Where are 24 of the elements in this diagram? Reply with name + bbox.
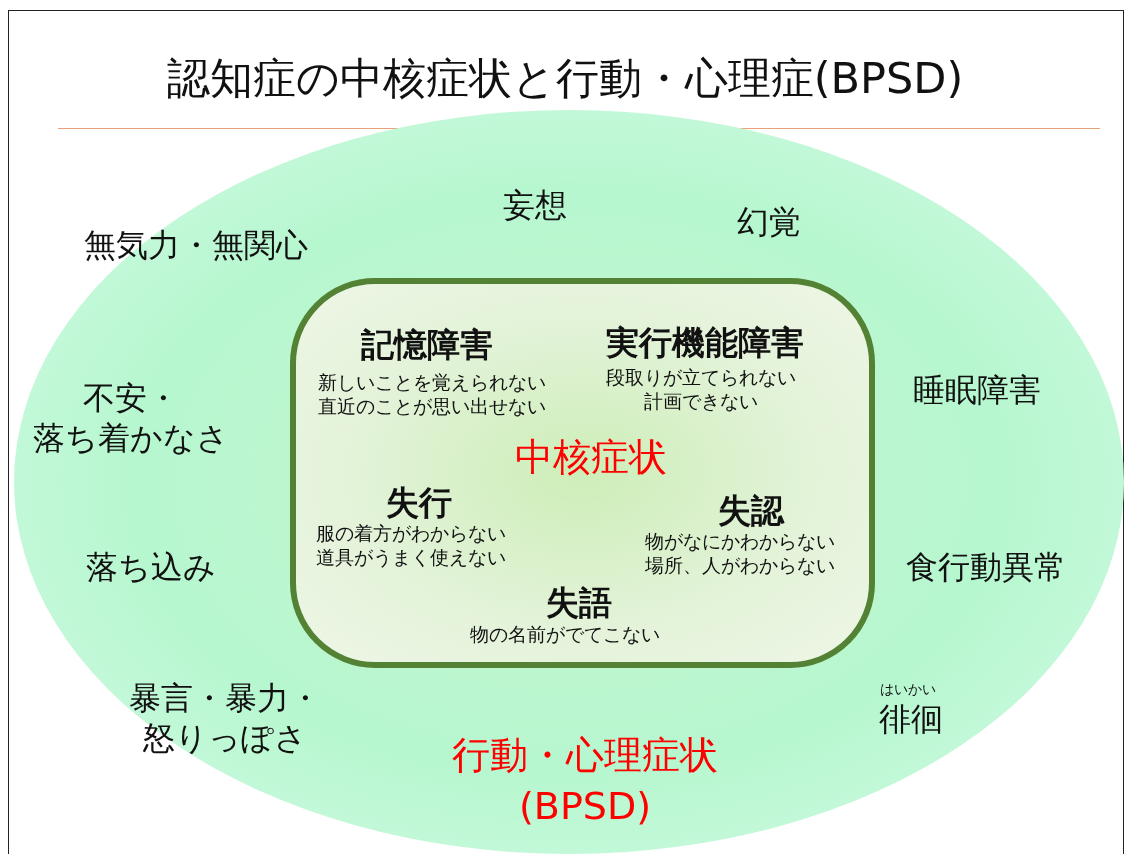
reading-text: はいかい bbox=[880, 681, 936, 699]
core-title: 中核症状 bbox=[514, 434, 668, 481]
symptom-text: 幻覚 bbox=[737, 202, 801, 242]
region-title: 行動・心理症状(BPSD) bbox=[451, 732, 719, 831]
symptom-text: 睡眠障害 bbox=[913, 370, 1041, 410]
symptom-heading: 失行 bbox=[386, 482, 452, 524]
description-text: 服の着方がわからない道具がうまく使えない bbox=[314, 522, 507, 570]
symptom-text: 落ち込み bbox=[86, 547, 216, 587]
symptom-text: 不安・落ち着かなさ bbox=[31, 378, 230, 458]
symptom-heading: 失認 bbox=[718, 490, 784, 532]
description-text: 新しいことを覚えられない直近のことが思い出せない bbox=[316, 371, 547, 419]
symptom-text: 徘徊 bbox=[879, 699, 943, 739]
symptom-text: 妄想 bbox=[503, 185, 567, 225]
symptom-heading: 実行機能障害 bbox=[606, 322, 804, 364]
symptom-text: 暴言・暴力・怒りっぽさ bbox=[127, 678, 322, 758]
description-text: 物がなにかわからない場所、人がわからない bbox=[643, 530, 836, 578]
symptom-heading: 失語 bbox=[546, 582, 612, 624]
rounded-panel bbox=[290, 278, 875, 668]
title: 認知症の中核症状と行動・心理症(BPSD) bbox=[165, 52, 965, 105]
symptom-heading: 記憶障害 bbox=[361, 324, 493, 366]
symptom-text: 無気力・無関心 bbox=[84, 225, 308, 265]
symptom-text: 食行動異常 bbox=[906, 547, 1066, 587]
description-text: 物の名前がでてこない bbox=[470, 623, 660, 647]
description-text: 段取りが立てられない計画できない bbox=[604, 366, 797, 414]
